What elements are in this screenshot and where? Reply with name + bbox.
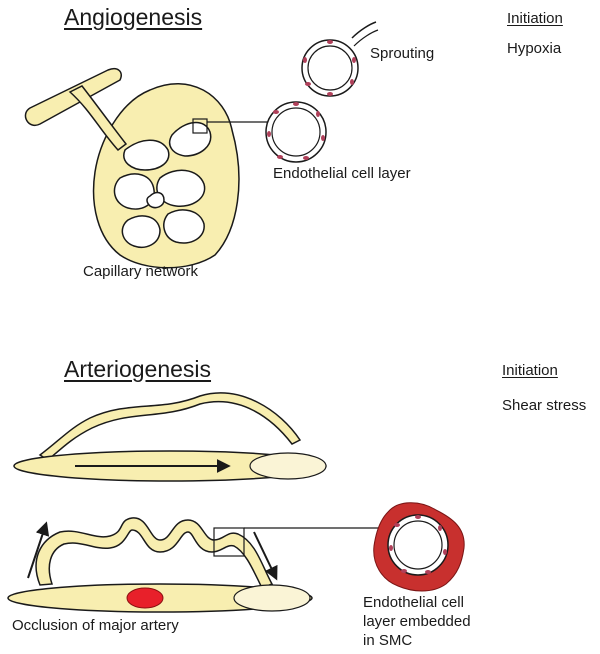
endothelial-ring: [265, 101, 327, 163]
label-endothelial-layer: Endothelial cell layer: [273, 165, 411, 182]
label-smc-line3: in SMC: [363, 632, 413, 649]
occlusion-mark: [126, 587, 164, 609]
angiogenesis-initiation-cause: Hypoxia: [507, 40, 562, 57]
label-capillary-network: Capillary network: [83, 263, 199, 280]
artery-bottom-end: [233, 584, 311, 612]
arteriogenesis-initiation-label: Initiation: [502, 362, 558, 379]
label-sprouting: Sprouting: [370, 45, 435, 62]
collateral-tortuous: [35, 517, 274, 589]
collateral-arc-top: [38, 392, 302, 461]
angiogenesis-initiation-label: Initiation: [507, 10, 563, 27]
zoom-box-capillary: [192, 118, 208, 134]
sprouting-ring: [301, 21, 379, 97]
angiogenesis-illustration: [24, 21, 379, 269]
label-occlusion: Occlusion of major artery: [12, 617, 179, 634]
artery-top-end: [249, 452, 327, 480]
label-smc-line2: layer embedded: [363, 613, 471, 630]
vessel-branch: [68, 85, 128, 152]
feeding-vessel: [24, 68, 122, 127]
flow-arrow-right: [253, 531, 278, 581]
arteriogenesis-title: Arteriogenesis: [64, 356, 212, 382]
angiogenesis-title: Angiogenesis: [64, 4, 203, 30]
smc-ring: [373, 502, 465, 592]
flow-arrow-left: [27, 521, 50, 579]
label-smc-line1: Endothelial cell: [363, 594, 464, 611]
zoom-box-collateral: [213, 527, 245, 557]
arteriogenesis-initiation-cause: Shear stress: [502, 397, 587, 414]
arteriogenesis-illustration: [7, 392, 465, 613]
capillary-network: [113, 121, 212, 248]
